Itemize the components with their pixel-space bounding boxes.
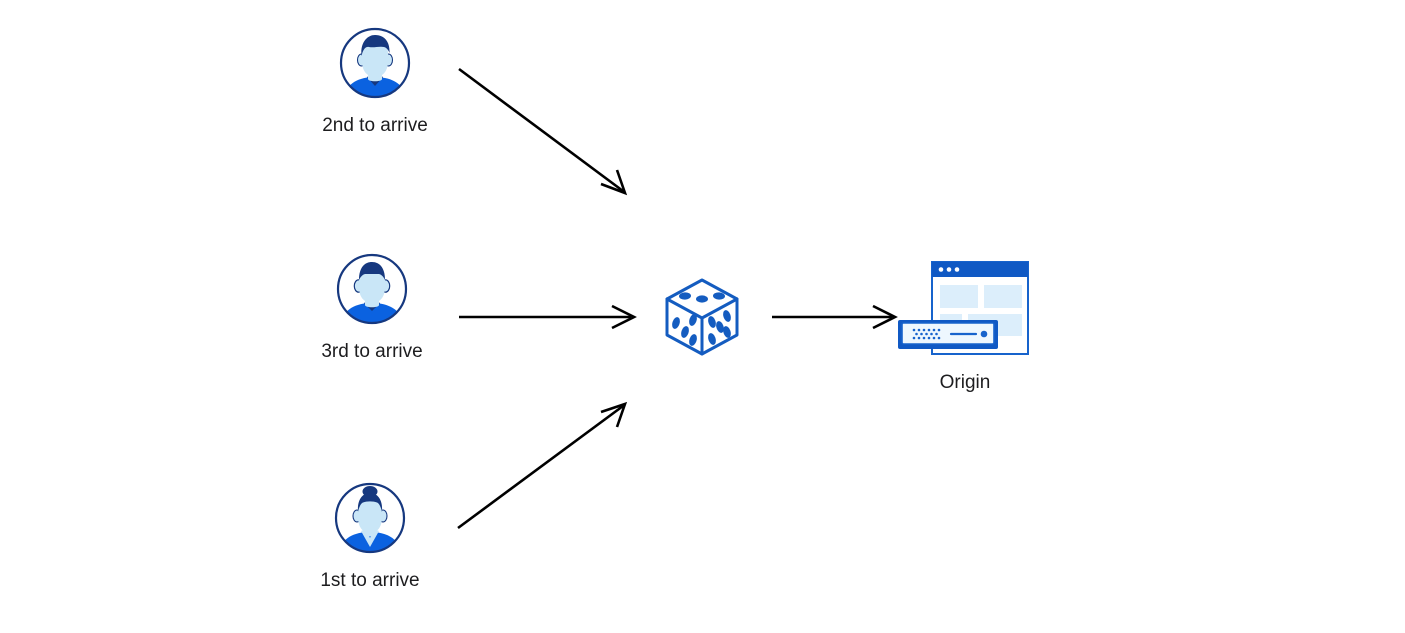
user-avatar-icon [338, 26, 412, 100]
server-appliance [898, 320, 998, 349]
client-label-middle: 3rd to arrive [321, 341, 423, 362]
user-avatar-icon [333, 481, 407, 555]
client-label-bottom: 1st to arrive [320, 570, 420, 591]
arrow-client-bottom-to-dice [457, 401, 628, 530]
dice-icon [659, 274, 745, 360]
user-avatar-icon [335, 252, 409, 326]
client-node-bottom: 1st to arrive [281, 481, 459, 593]
origin-label: Origin [939, 372, 991, 393]
client-node-middle: 3rd to arrive [283, 252, 461, 364]
origin-server-node: Origin [895, 258, 1035, 395]
random-selector-node [659, 274, 745, 360]
client-label-top: 2nd to arrive [322, 115, 428, 136]
browser-window [931, 261, 1029, 355]
origin-server-icon [895, 258, 1035, 358]
arrow-dice-to-origin [772, 304, 898, 330]
arrow-client-top-to-dice [458, 67, 628, 196]
client-node-top: 2nd to arrive [286, 26, 464, 138]
arrow-client-middle-to-dice [459, 304, 637, 330]
